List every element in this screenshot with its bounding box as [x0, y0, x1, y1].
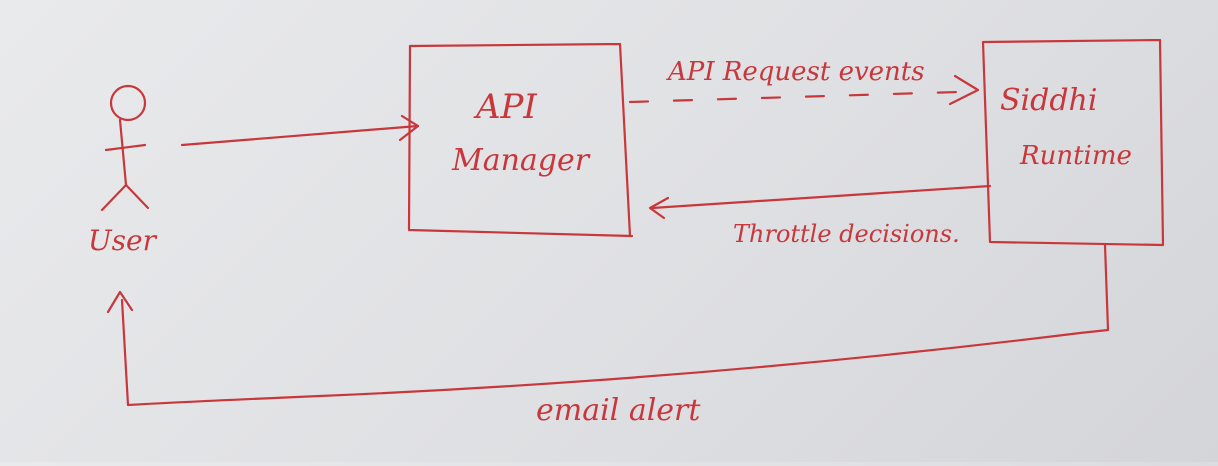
edge-user-to-api-line — [180, 124, 420, 147]
edge-user-to-api-arrowhead — [398, 114, 420, 142]
edge-throttle-label: Throttle decisions. — [733, 220, 960, 248]
user-body — [118, 118, 128, 187]
edge-email-alert-label: email alert — [536, 393, 701, 428]
user-label: User — [88, 224, 158, 257]
user-head — [109, 84, 147, 122]
edge-throttle-line — [650, 184, 992, 210]
api-manager-label-line1: API — [473, 87, 537, 127]
user-legs — [100, 183, 150, 212]
edge-email-alert-arrowhead — [106, 290, 134, 314]
api-manager-label-line2: Manager — [451, 143, 591, 178]
edge-api-request-arrowhead — [948, 74, 980, 106]
user-stick-figure — [100, 84, 150, 212]
api-manager-box — [407, 42, 634, 238]
siddhi-runtime-label-line2: Runtime — [1019, 141, 1132, 171]
edge-email-alert-line — [120, 243, 1110, 407]
siddhi-runtime-box — [981, 38, 1165, 247]
user-arms — [104, 143, 147, 152]
edge-api-request-label: API Request events — [666, 57, 925, 87]
edge-api-request-line — [628, 90, 960, 104]
siddhi-runtime-label-line1: Siddhi — [1000, 83, 1097, 118]
edge-throttle-arrowhead — [648, 196, 670, 220]
